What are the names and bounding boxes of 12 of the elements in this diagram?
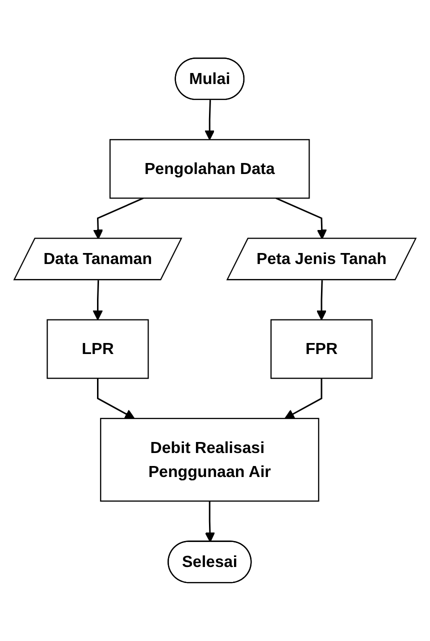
node-box: FPR (270, 319, 373, 379)
arrow (204, 501, 215, 542)
arrow (97, 378, 135, 420)
arrow (284, 378, 322, 420)
node-box: Debit Realisasi Penggunaan Air (100, 418, 320, 502)
arrow (316, 280, 327, 320)
arrow (204, 100, 215, 140)
node-box: Pengolahan Data (109, 139, 310, 199)
arrow (276, 198, 327, 240)
node-box: LPR (46, 319, 149, 379)
arrow (92, 280, 103, 320)
arrow (93, 198, 144, 240)
